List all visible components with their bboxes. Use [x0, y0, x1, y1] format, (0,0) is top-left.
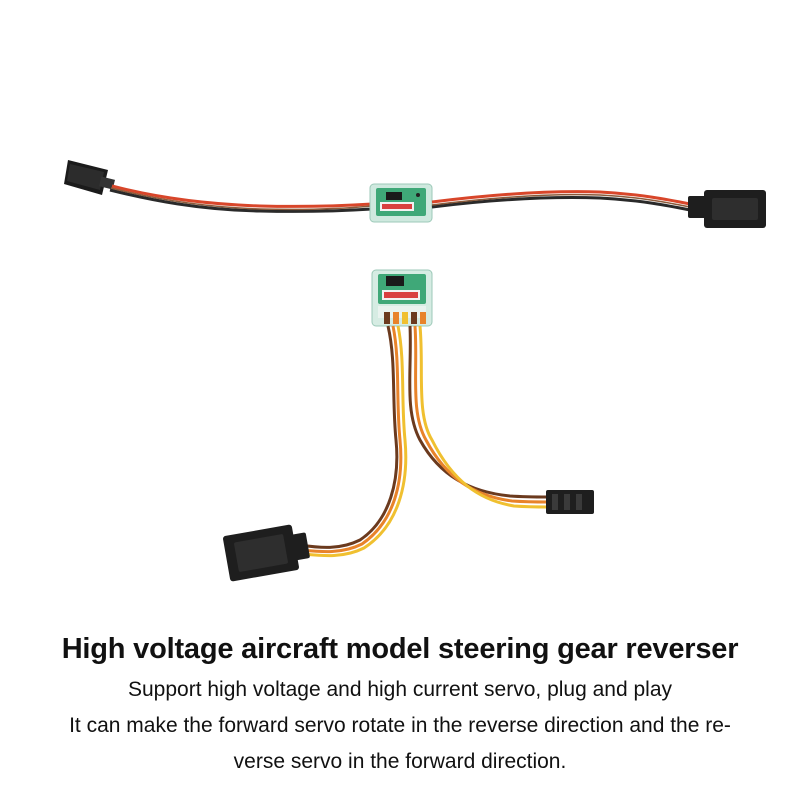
bottom-left-female-connector	[223, 524, 310, 582]
reverser-module-top	[369, 183, 433, 223]
left-male-connector	[64, 160, 116, 195]
wire-yellow-branch-a	[303, 325, 408, 558]
straight-reverser-cable	[64, 160, 766, 228]
caption-line-1: Support high voltage and high current se…	[127, 678, 673, 701]
caption-line-2: It can make the forward servo rotate in …	[69, 714, 731, 737]
wire-red-right	[431, 190, 691, 206]
product-title: High voltage aircraft model steering gea…	[61, 633, 739, 665]
product-photo	[64, 160, 766, 582]
wire-red-left	[111, 184, 373, 208]
wire-brown-left	[110, 187, 373, 211]
wire-orange-branch-b	[413, 325, 549, 504]
caption-line-3: verse servo in the forward direction.	[233, 750, 567, 773]
wire-orange-branch-a	[301, 325, 403, 554]
wire-brown-branch-a	[299, 325, 399, 549]
y-split-reverser-cable	[223, 269, 594, 582]
wire-black-left	[109, 188, 373, 213]
wire-brown-right	[431, 193, 691, 208]
wire-yellow-branch-b	[418, 325, 549, 509]
right-female-connector	[688, 190, 766, 228]
wire-black-right	[431, 196, 691, 212]
reverser-module-bottom	[371, 269, 433, 327]
wire-brown-branch-b	[408, 325, 549, 499]
right-male-connector	[546, 490, 594, 514]
